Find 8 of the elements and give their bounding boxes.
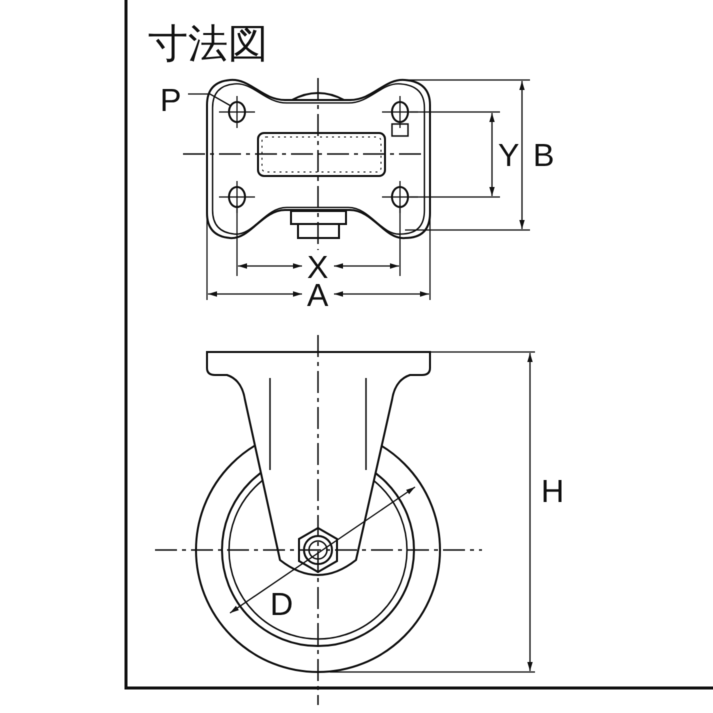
callout-label: P — [160, 84, 182, 116]
dimension-label: B — [533, 139, 554, 171]
title: 寸法図 — [148, 24, 268, 64]
bolt-hole — [228, 101, 246, 123]
dimension-label: H — [541, 475, 564, 507]
dimension-label: D — [270, 588, 294, 620]
leader-line — [188, 93, 232, 107]
dimension-label: Y — [498, 139, 520, 171]
